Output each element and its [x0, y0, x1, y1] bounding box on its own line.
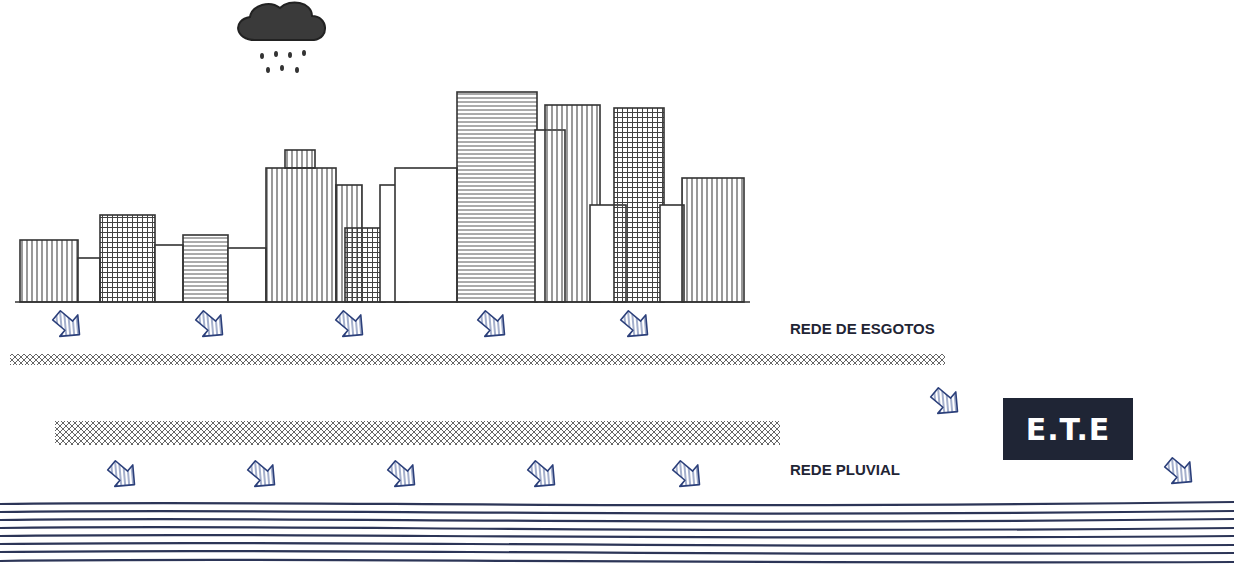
sewer-pipe — [10, 354, 945, 365]
network-label: REDE PLUVIAL — [790, 461, 900, 478]
treatment-plant-box: E.T.E — [1003, 398, 1133, 460]
storm-pipe — [55, 421, 780, 445]
rain-cloud — [238, 2, 325, 73]
river — [0, 502, 1234, 562]
flow-arrows — [48, 305, 1201, 496]
city-skyline — [15, 92, 750, 302]
network-label: REDE DE ESGOTOS — [790, 320, 935, 337]
node-label: E.T.E — [1026, 412, 1111, 447]
